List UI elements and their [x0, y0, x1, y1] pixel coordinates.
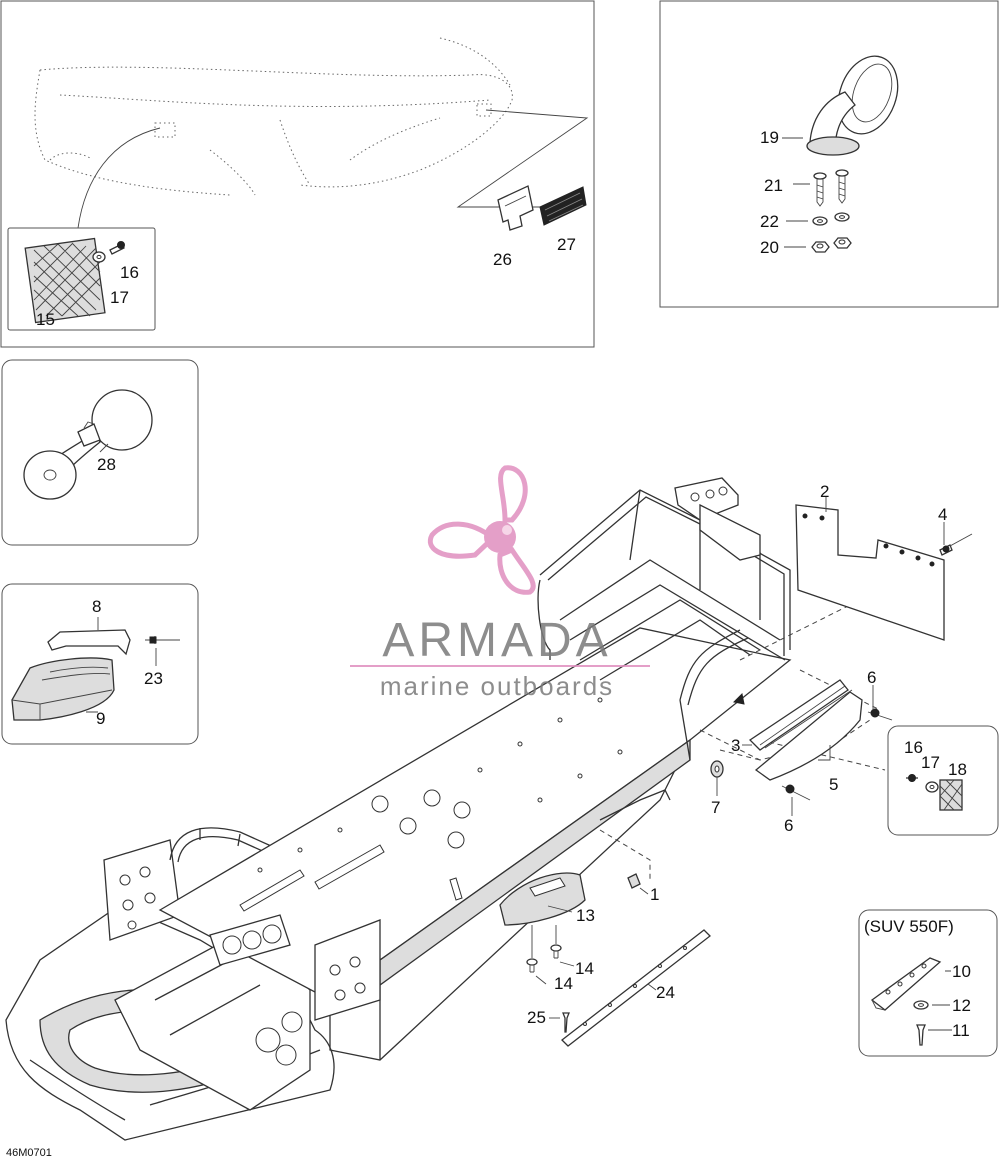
screw-icon [908, 774, 916, 782]
callout-21: 21 [764, 176, 783, 195]
callout-25: 25 [527, 1008, 546, 1027]
rail-bracket-icon [870, 957, 942, 1011]
leader-lines [535, 497, 945, 1019]
horn-icon [91, 389, 153, 451]
rivet-icon [781, 708, 893, 801]
callout-23: 23 [144, 669, 163, 688]
callout-5: 5 [829, 775, 838, 794]
callout-12: 12 [952, 996, 971, 1015]
callout-3: 3 [731, 736, 740, 755]
callout-6-upper: 6 [867, 668, 876, 687]
callout-11: 11 [952, 1021, 970, 1040]
callout-4: 4 [938, 505, 947, 524]
bracket-icon [47, 629, 131, 656]
toolbag-panel [1, 583, 199, 745]
callout-14-right: 14 [575, 959, 594, 978]
callout-24: 24 [656, 983, 675, 1002]
callout-15: 15 [36, 310, 55, 329]
callout-10: 10 [952, 962, 971, 981]
main-chassis [5, 477, 941, 1141]
watermark-logo: ARMADA marine outboards [350, 465, 650, 701]
callout-2: 2 [820, 482, 829, 501]
side-reflector-panel [887, 725, 999, 836]
hood-reflector-panel [0, 0, 595, 348]
suv-variant-panel [858, 909, 998, 1057]
watermark-brand: ARMADA [382, 614, 611, 667]
plug-icon [627, 873, 641, 889]
callout-7: 7 [711, 798, 720, 817]
callout-26: 26 [493, 250, 512, 269]
guard-icon [748, 679, 849, 751]
callout-1: 1 [650, 885, 659, 904]
callout-6-lower: 6 [784, 816, 793, 835]
callout-16-side: 16 [904, 738, 923, 757]
screw-icon [526, 925, 562, 973]
callout-18: 18 [948, 760, 967, 779]
horn-panel [1, 359, 199, 546]
callout-19: 19 [760, 128, 779, 147]
callout-17-side: 17 [921, 753, 940, 772]
callout-17-hood: 17 [110, 288, 129, 307]
rivet-icon [942, 545, 950, 553]
propeller-logo-icon [427, 465, 536, 595]
callout-28: 28 [97, 455, 116, 474]
mirror-screw-icon [813, 169, 849, 207]
watermark-tagline: marine outboards [380, 671, 614, 701]
callout-16-hood: 16 [120, 263, 139, 282]
callout-8: 8 [92, 597, 101, 616]
callout-27: 27 [557, 235, 576, 254]
callout-labels: 1 2 3 4 5 6 6 7 8 9 10 11 12 13 14 14 15… [36, 128, 971, 1040]
mirror-panel [659, 0, 999, 308]
mirror-icon [837, 55, 899, 135]
rivet-icon [562, 1012, 570, 1033]
rivet-icon [916, 1024, 926, 1046]
dark-reflector-icon [539, 186, 587, 226]
wear-strip-icon [561, 929, 711, 1047]
callout-9: 9 [96, 709, 105, 728]
callout-20: 20 [760, 238, 779, 257]
callout-14-left: 14 [554, 974, 573, 993]
diagram-code: 46M0701 [6, 1147, 52, 1159]
variant-label: (SUV 550F) [864, 917, 954, 936]
snow-flap-icon [795, 504, 945, 641]
callout-22: 22 [760, 212, 779, 231]
callout-13: 13 [576, 906, 595, 925]
